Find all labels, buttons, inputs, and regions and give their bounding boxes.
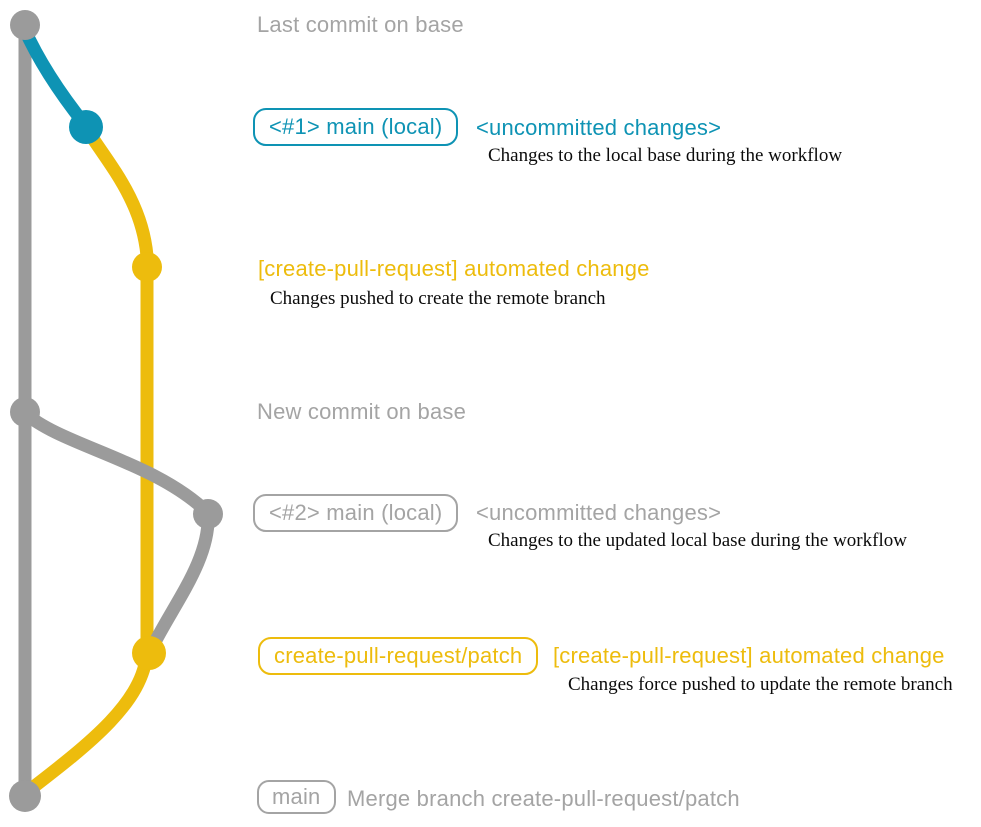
- commit-dot-base-new: [10, 397, 40, 427]
- branch-badge-main-label: main: [257, 780, 336, 814]
- branch-badge-create-pull-request-patch-label: create-pull-request/patch: [258, 637, 539, 675]
- uncommitted-changes-label-1: <uncommitted changes>: [476, 115, 722, 140]
- branch-badge-main-local-2-label: <#2> main (local): [253, 494, 459, 532]
- commit-dot-remote-2: [132, 636, 166, 670]
- local-changes-curve: [17, 21, 93, 133]
- description-push-create: Changes pushed to create the remote bran…: [270, 288, 606, 309]
- annotation-new-commit-on-base: New commit on base: [257, 399, 467, 424]
- description-force-push: Changes force pushed to update the remot…: [568, 674, 953, 695]
- branch-badge-create-pull-request-patch: create-pull-request/patch: [258, 637, 539, 675]
- description-local-base: Changes to the local base during the wor…: [488, 145, 843, 166]
- automated-change-label-1: [create-pull-request] automated change: [258, 256, 650, 281]
- annotation-last-commit-on-base: Last commit on base: [257, 12, 464, 37]
- commit-dot-merge: [9, 780, 41, 812]
- automated-change-label-2: [create-pull-request] automated change: [553, 643, 945, 668]
- commit-dot-local-2: [193, 499, 223, 529]
- commit-dot-remote-1: [132, 252, 162, 282]
- commit-dot-local-1: [69, 110, 103, 144]
- description-updated-local-base: Changes to the updated local base during…: [488, 530, 907, 551]
- branch-badge-main-local-1-label: <#1> main (local): [253, 108, 459, 146]
- branch-badge-main: main: [257, 780, 336, 814]
- branch-badge-main-local-1: <#1> main (local): [253, 107, 459, 147]
- uncommitted-changes-label-2: <uncommitted changes>: [476, 500, 722, 525]
- branch-badge-main-local-2: <#2> main (local): [253, 493, 459, 533]
- base-update-curve: [18, 406, 215, 657]
- merge-commit-label: Merge branch create-pull-request/patch: [347, 786, 740, 811]
- commit-dot-base-top: [10, 10, 40, 40]
